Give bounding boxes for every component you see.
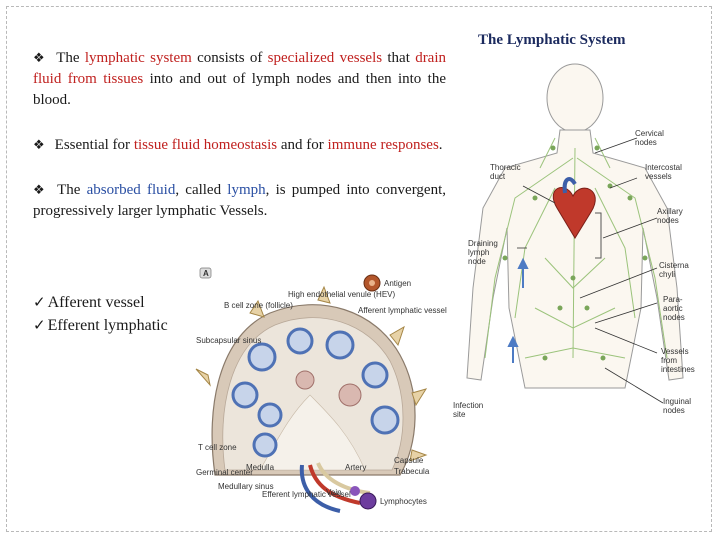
label-efferent: Efferent lymphatic vessel [262, 490, 351, 499]
label-medulla: Medulla [246, 463, 275, 472]
slide-border [6, 6, 712, 532]
bullet-text-part: lymphatic system [84, 50, 192, 66]
t-cell-zone-shape [338, 383, 362, 407]
antigen-icon [363, 274, 381, 292]
label-subcapsular: Subcapsular sinus [196, 336, 261, 345]
label-vein: Vein [326, 488, 342, 497]
label-t-cell: T cell zone [198, 443, 237, 452]
flow-arrow-icon [507, 257, 529, 363]
check-item: ✓Efferent lymphatic [33, 314, 168, 337]
bullet-text-part: and for [277, 137, 328, 153]
diamond-bullet-icon: ❖ [33, 51, 47, 66]
bullet-text-part: drain fluid from tissues [33, 50, 447, 87]
label-antigen: Antigen [384, 279, 411, 288]
bullet-text-part: consists of [191, 50, 268, 66]
check-item: ✓Afferent vessel [33, 291, 168, 314]
check-item-label: Afferent vessel [47, 294, 145, 311]
artery-vessel [308, 464, 361, 505]
bullet-item: ❖The absorbed fluid, called lymph, is pu… [33, 180, 446, 222]
efferent-vessel [316, 462, 371, 495]
bullet-text-part: The [56, 50, 85, 66]
diamond-bullet-icon: ❖ [33, 138, 45, 153]
label-capsule: Capsule [394, 456, 424, 465]
label-b-cell: B cell zone (follicle) [224, 301, 293, 310]
checkmark-icon: ✓ [33, 316, 46, 334]
bullet-text-part: , called [175, 182, 228, 198]
bullet-text-part: Essential for [54, 137, 134, 153]
check-item-label: Efferent lymphatic [47, 317, 168, 334]
bullet-list: ❖The lymphatic system consists of specia… [33, 48, 446, 246]
label-trabecula: Trabecula [394, 467, 430, 476]
axillary-bracket [595, 212, 602, 259]
figure-title: The Lymphatic System [478, 32, 626, 48]
panel-letter: A [203, 269, 209, 278]
vein-vessel [299, 464, 341, 513]
label-germinal: Germinal center [196, 468, 253, 477]
label-artery: Artery [345, 463, 366, 472]
bullet-text-part: . [438, 137, 443, 153]
bullet-text-part: lymph [227, 182, 266, 198]
leader-lines [517, 137, 664, 404]
bullet-text-part: specialized vessels [267, 50, 383, 66]
afferent-vessels [195, 285, 428, 462]
germinal-center-shape [295, 370, 315, 390]
bullet-text-part: that [382, 50, 416, 66]
bullet-text: Essential for tissue fluid homeostasis a… [55, 137, 443, 153]
lymphocytes-icon [350, 486, 377, 510]
bullet-text-part: into and out of lymph nodes and then int… [33, 71, 446, 108]
label-lymphocytes: Lymphocytes [380, 497, 427, 506]
bullet-text-part: tissue fluid homeostasis [133, 137, 278, 153]
heart-icon [552, 177, 596, 239]
follicles [231, 327, 400, 458]
bullet-text-part: , is pumped into convergent, progressive… [33, 182, 446, 219]
check-list: ✓Afferent vessel ✓Efferent lymphatic [33, 291, 168, 337]
label-medullary: Medullary sinus [218, 482, 274, 491]
bullet-text-part: The [57, 182, 87, 198]
lymph-node-diagram: A Antigen High endothelial venule [195, 267, 447, 513]
checkmark-icon: ✓ [33, 293, 46, 311]
lymph-node-dots [502, 145, 648, 361]
label-hev: High endothelial venule (HEV) [288, 290, 396, 299]
bullet-item: ❖The lymphatic system consists of specia… [33, 48, 446, 111]
diamond-bullet-icon: ❖ [33, 183, 48, 198]
bullet-text: The lymphatic system consists of special… [33, 50, 446, 108]
bullet-text-part: immune responses [327, 137, 439, 153]
bullet-item: ❖ Essential for tissue fluid homeostasis … [33, 135, 446, 156]
label-afferent: Afferent lymphatic vessel [358, 306, 447, 315]
bullet-text: The absorbed fluid, called lymph, is pum… [33, 182, 446, 219]
body-silhouette [466, 63, 684, 389]
bullet-text-part: absorbed fluid [86, 182, 176, 198]
